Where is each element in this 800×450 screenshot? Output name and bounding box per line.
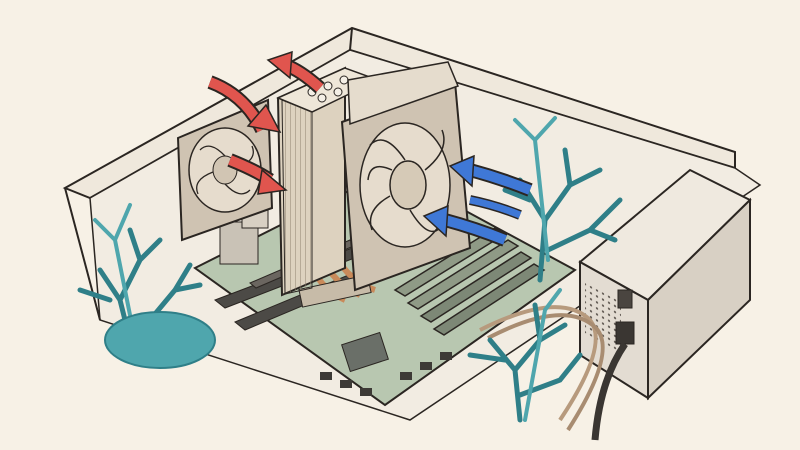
vrm-block [219, 221, 259, 265]
cable-bundle [479, 305, 605, 432]
cool-air-arrows [422, 154, 533, 247]
psu-switch [617, 289, 633, 309]
hot-arrow [207, 75, 282, 134]
ram-modules [393, 227, 546, 336]
cool-arrow [469, 195, 522, 220]
hot-arrow [266, 50, 325, 94]
hot-air-arrows [207, 50, 325, 195]
psu-socket [615, 321, 635, 345]
power-supply [578, 168, 752, 441]
io-headers [320, 352, 452, 396]
coral-left [77, 203, 203, 343]
coral-mound [104, 311, 216, 369]
cpu-cooler-fan [340, 61, 472, 292]
cool-arrow [422, 204, 508, 247]
coral-top-right [502, 116, 623, 283]
chipset [341, 331, 389, 373]
coral-bottom-right [467, 288, 583, 423]
hot-arrow [227, 153, 288, 195]
power-cable [591, 342, 628, 441]
tower-heatsink [276, 66, 380, 297]
cool-arrow [448, 154, 533, 197]
